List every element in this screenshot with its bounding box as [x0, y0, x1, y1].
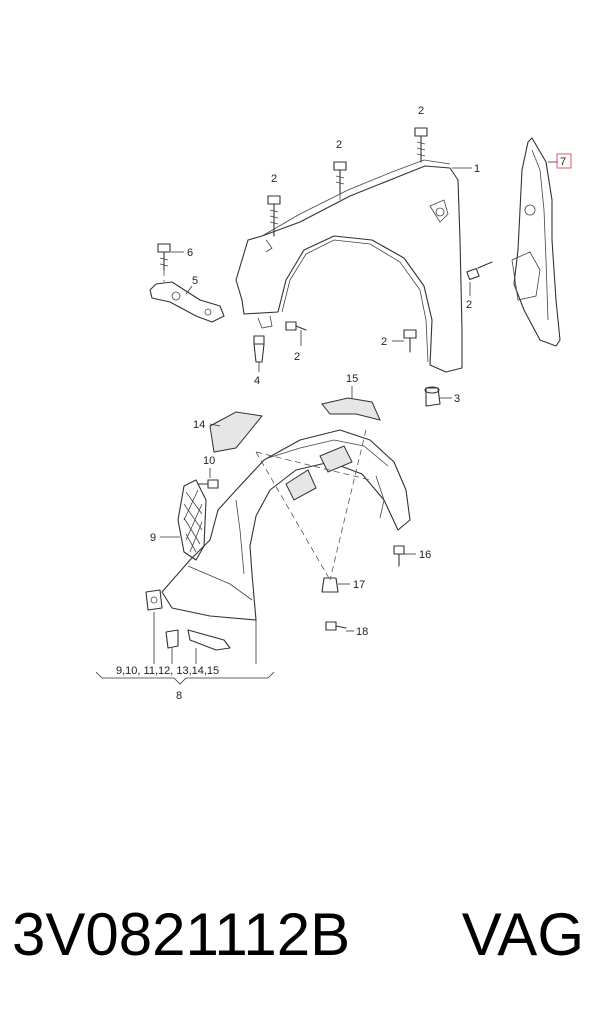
callout-7: 7 — [560, 156, 566, 168]
bolt-top-right — [414, 127, 428, 163]
callout-2-lower: 2 — [294, 351, 300, 363]
callout-7-highlight-box — [556, 153, 572, 169]
assembly-lines — [163, 194, 371, 581]
fender-panel — [235, 159, 463, 373]
fender-bracket — [149, 281, 225, 323]
strip-13 — [187, 629, 231, 651]
bolt-top-left — [267, 195, 281, 237]
bolt-lower — [285, 321, 307, 331]
callout-9: 9 — [150, 532, 156, 544]
bolt-lower-right — [403, 329, 417, 353]
nut-3 — [424, 386, 441, 407]
wheel-housing-liner — [161, 429, 411, 621]
bolt-6 — [157, 243, 171, 271]
fender-seal-7 — [511, 137, 561, 347]
nut-17 — [321, 577, 339, 593]
callout-17: 17 — [353, 579, 365, 591]
callout-10: 10 — [203, 455, 215, 467]
screw-10 — [197, 479, 219, 489]
bolt-side — [466, 261, 493, 281]
callout-2-top-middle: 2 — [336, 139, 342, 151]
liner-pad-14 — [209, 411, 263, 453]
callout-14: 14 — [193, 419, 205, 431]
callout-16: 16 — [419, 549, 431, 561]
leader-lines — [95, 161, 558, 685]
brand-label: VAG — [461, 901, 584, 968]
callout-2-top-left: 2 — [271, 173, 277, 185]
clip-11 — [145, 589, 163, 611]
callout-4: 4 — [254, 375, 260, 387]
callout-15: 15 — [346, 373, 358, 385]
clip-4 — [253, 335, 265, 363]
clip-12 — [165, 629, 179, 649]
part-number: 3V0821112B — [12, 901, 351, 968]
callout-8: 8 — [176, 690, 182, 702]
callout-2-lower-right: 2 — [381, 336, 387, 348]
screw-18 — [325, 621, 347, 631]
bolt-top-middle — [333, 161, 347, 195]
callouts: 1 2 2 2 2 2 2 3 4 5 6 7 15 14 10 9 16 17… — [116, 105, 572, 702]
footer: 3V0821112B VAG — [0, 890, 600, 980]
callout-6: 6 — [187, 247, 193, 259]
callout-2-side: 2 — [466, 299, 472, 311]
exploded-parts-diagram: 1 2 2 2 2 2 2 3 4 5 6 7 15 14 10 9 16 17… — [95, 105, 572, 702]
liner-pad-15 — [321, 397, 381, 421]
callout-18: 18 — [356, 626, 368, 638]
callout-1: 1 — [474, 163, 480, 175]
bolt-16 — [393, 545, 405, 567]
callout-group-list: 9,10, 11,12, 13,14,15 — [116, 665, 219, 677]
callout-3: 3 — [454, 393, 460, 405]
grille-9 — [177, 479, 207, 561]
callout-2-top-right: 2 — [418, 105, 424, 117]
callout-5: 5 — [192, 275, 198, 287]
